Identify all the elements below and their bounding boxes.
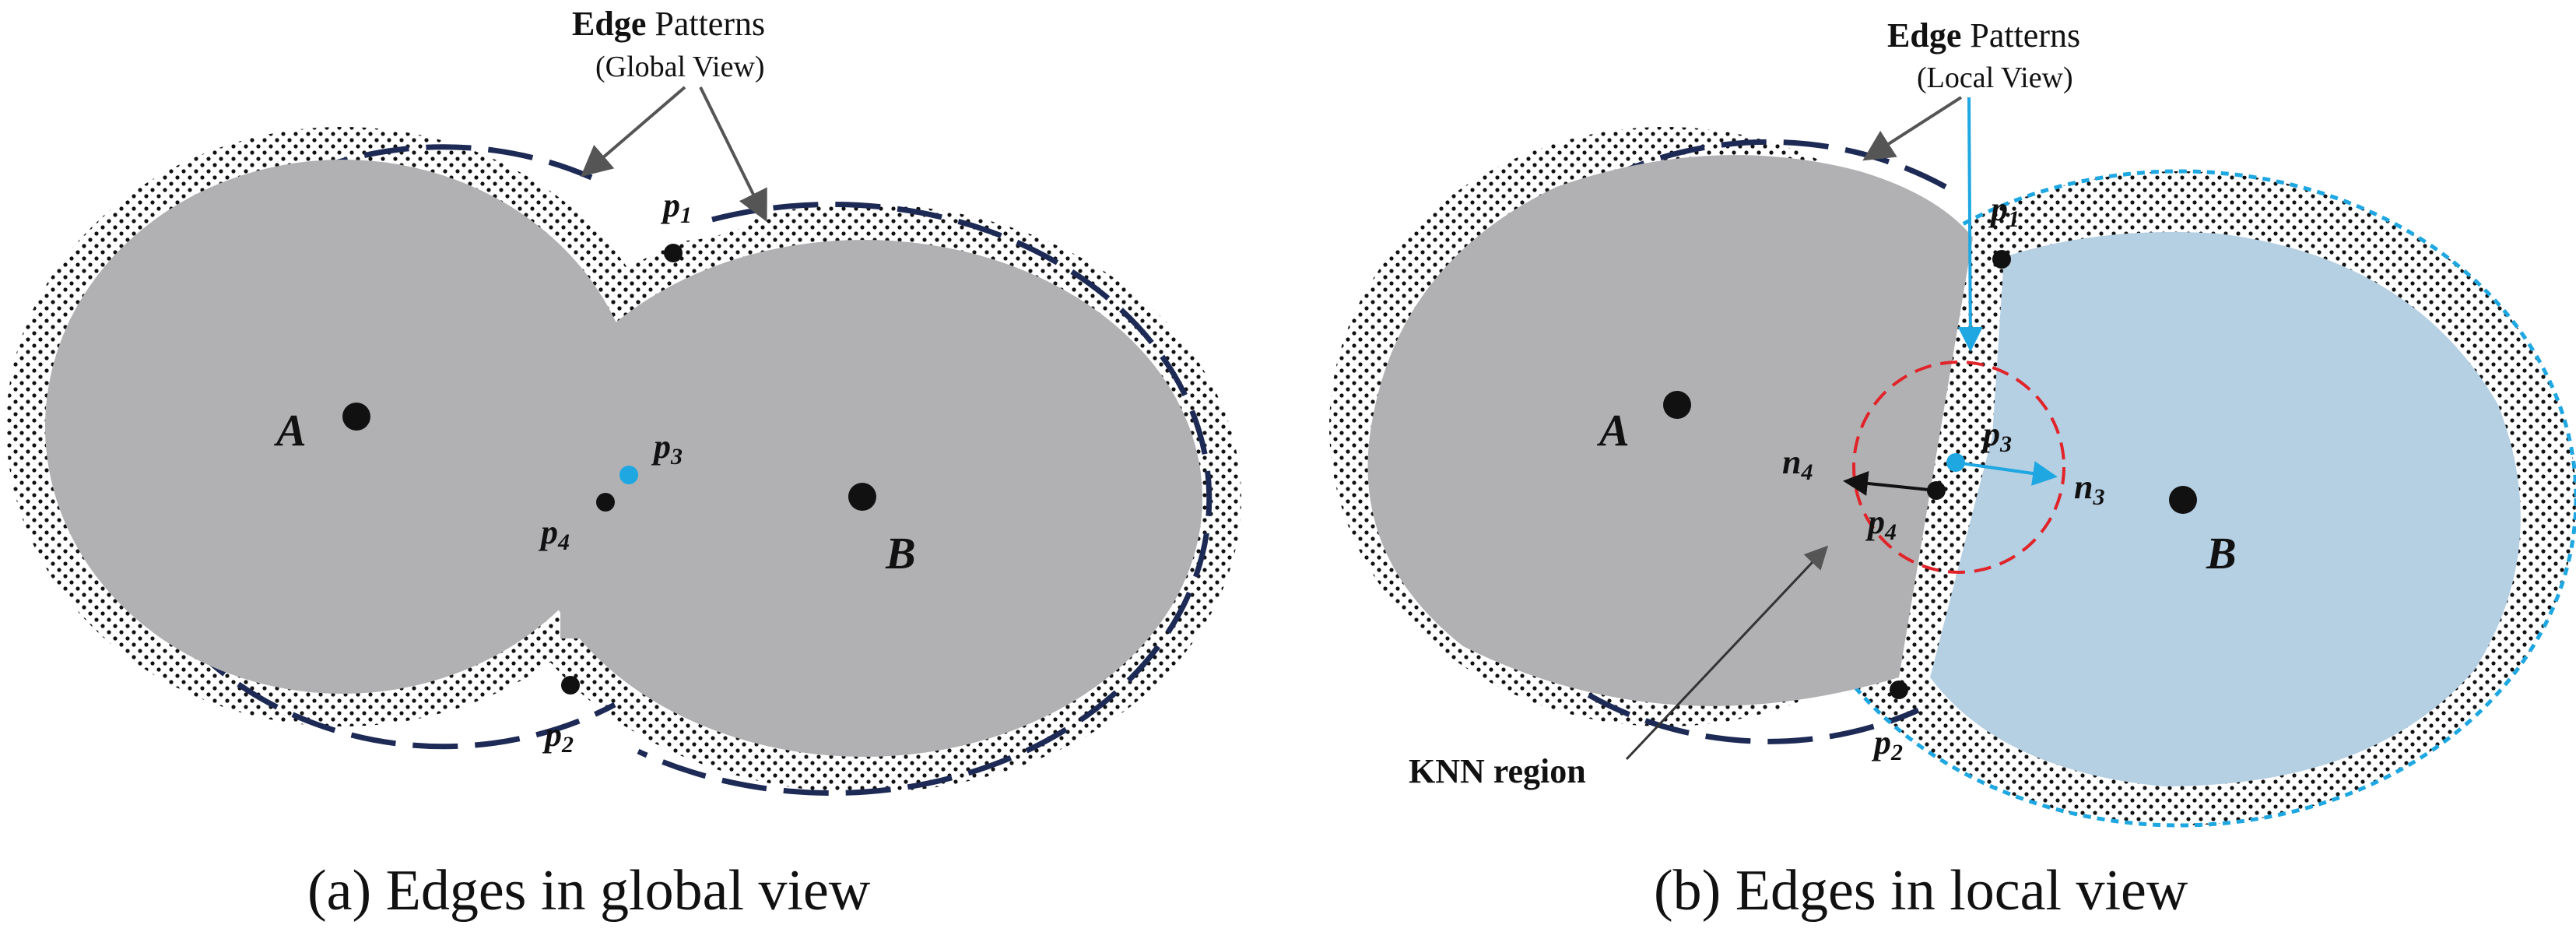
annotation-arrow-1 (580, 86, 686, 178)
centroid-a (342, 403, 370, 431)
caption-local: (b) Edges in local view (1654, 859, 2188, 923)
label-p2: p2 (542, 716, 574, 758)
annotation-subtitle-local: (Local View) (1917, 62, 2073, 94)
label-n4: n4 (1782, 443, 1813, 485)
centroid-b-local (2169, 486, 2197, 514)
point-p1-local (1992, 250, 2011, 269)
cluster-label-a: A (274, 405, 307, 455)
annotation-subtitle-global: (Global View) (595, 51, 765, 83)
point-p1 (664, 244, 683, 262)
cluster-label-b-local: B (2206, 528, 2237, 579)
label-p3-local: p3 (1980, 415, 2012, 457)
vector-n3 (1955, 461, 2058, 486)
annotation-arrow-2 (699, 86, 767, 223)
label-p4-local: p4 (1865, 503, 1897, 545)
point-p3 (619, 466, 638, 484)
label-n3: n3 (2074, 468, 2104, 510)
panel-global-view: Edge Patterns (Global View) A B p1 p2 p3… (6, 5, 1241, 923)
knn-arrow (1625, 545, 1829, 761)
annotation-title-global: Edge Patterns (572, 5, 765, 43)
label-p2-local: p2 (1871, 723, 1903, 765)
label-p1-local: p1 (1988, 190, 2020, 232)
centroid-b (848, 483, 876, 511)
point-p4 (596, 493, 615, 512)
panel-local-view: Edge Patterns (Local View) KNN region A … (1329, 16, 2576, 923)
edge-notch-top (599, 195, 747, 241)
dashed-outline-a (1430, 139, 1947, 744)
centroid-a-local (1663, 391, 1691, 419)
label-p4: p4 (538, 513, 570, 555)
label-p3: p3 (651, 427, 683, 470)
cluster-region-b (1930, 232, 2521, 786)
point-p2 (561, 676, 580, 695)
annotation-title-local: Edge Patterns (1887, 16, 2080, 55)
annotation-arrow-local-gray (1862, 96, 1963, 161)
knn-label: KNN region (1409, 752, 1586, 790)
cluster-label-b: B (885, 528, 916, 579)
caption-global: (a) Edges in global view (307, 859, 871, 923)
point-p2-local (1890, 681, 1908, 699)
knn-circle (1852, 360, 2065, 574)
label-p1: p1 (660, 186, 692, 228)
cluster-label-a-local: A (1597, 405, 1630, 455)
annotation-arrow-local-blue (1957, 97, 1983, 352)
vector-n4 (1843, 470, 1937, 496)
